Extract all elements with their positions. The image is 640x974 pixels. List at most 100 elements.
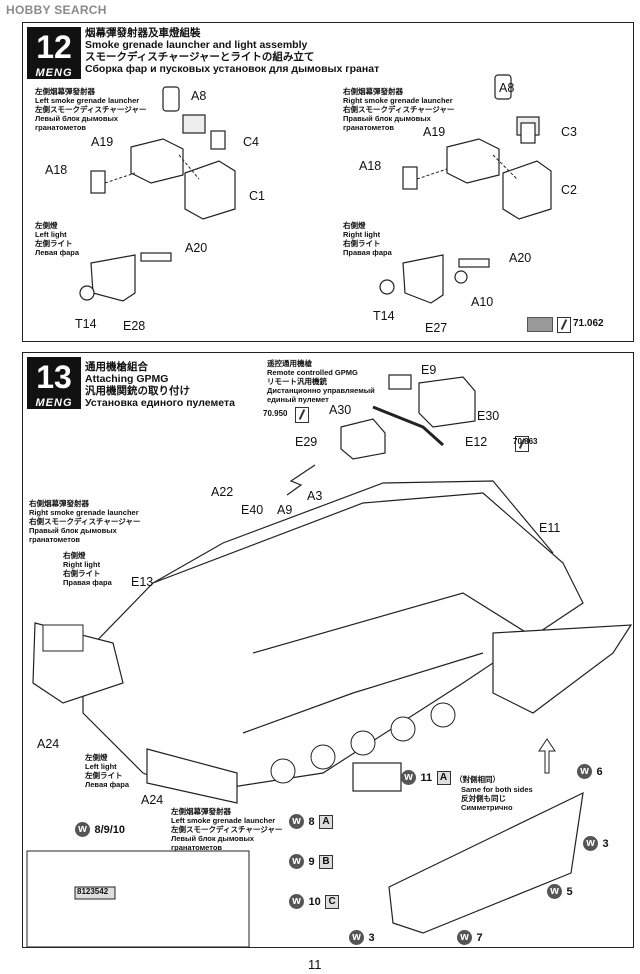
- right-light-caption: 右側燈 Right light 右側ライト Правая фара: [63, 551, 112, 587]
- title-ja: スモークディスチャージャーとライトの組み立て: [85, 51, 315, 63]
- part-e30: [418, 376, 476, 428]
- decal-callout-10: w 10 C: [289, 893, 340, 911]
- label-e40: E40: [241, 503, 264, 517]
- title-en: Attaching GPMG: [85, 373, 169, 385]
- rc-gpmg-caption: 遥控通用機槍 Remote controlled GPMG リモート汎用機銃 Д…: [267, 359, 375, 404]
- paint-brush-icon: [515, 435, 530, 452]
- decal-w-icon: w: [401, 770, 416, 786]
- paint-swatch: [527, 317, 553, 332]
- step-title: 烟幕彈發射器及車燈組裝 Smoke grenade launcher and l…: [85, 27, 379, 75]
- left-launcher-caption: 左側烟幕彈發射器 Left smoke grenade launcher 左側ス…: [35, 87, 147, 132]
- title-ja: 汎用機関銃の取り付け: [85, 385, 190, 397]
- decal-w-icon: w: [457, 930, 472, 946]
- inset-plate-number: 8123542: [77, 887, 109, 896]
- title-zh: 烟幕彈發射器及車燈組裝: [85, 27, 201, 39]
- part-c4-left: [210, 130, 226, 150]
- decal-w-icon: w: [289, 894, 304, 910]
- decal-callout-8-9-10: w 8/9/10: [75, 821, 125, 839]
- part-c1-left: [184, 160, 236, 220]
- decal-callout-9: w 9 B: [289, 853, 334, 871]
- page-number: 11: [308, 957, 322, 972]
- label-a3: A3: [307, 489, 323, 503]
- part-a20-left: [140, 252, 172, 262]
- right-launcher-caption: 右側烟幕彈發射器 Right smoke grenade launcher 右側…: [29, 499, 141, 544]
- decal-callout-6: w 6: [577, 763, 603, 781]
- part-a8-left: [162, 86, 180, 112]
- swap-icon: [182, 114, 206, 134]
- inset-plate: [74, 886, 116, 900]
- part-c3-right: [520, 122, 536, 144]
- label-a9: A9: [277, 503, 293, 517]
- label-a20-right: A20: [509, 251, 532, 265]
- label-a24-left: A24: [37, 737, 60, 751]
- label-e12: E12: [465, 435, 488, 449]
- decal-w-icon: w: [583, 836, 598, 852]
- part-a20-right: [458, 258, 490, 268]
- paint-code: 71.062: [573, 318, 604, 329]
- label-a19-left: A19: [91, 135, 114, 149]
- label-c2-right: C2: [561, 183, 577, 197]
- decal-callout-8: w 8 A: [289, 813, 334, 831]
- step-number: 12: [27, 27, 81, 67]
- step-12-panel: 12 MENG 烟幕彈發射器及車燈組裝 Smoke grenade launch…: [22, 22, 634, 342]
- up-arrow: [538, 738, 556, 774]
- label-a18-right: A18: [359, 159, 382, 173]
- part-t14-left: [79, 285, 95, 301]
- step-13-drawing: [26, 374, 633, 947]
- label-c3-right: C3: [561, 125, 577, 139]
- label-e27-right: E27: [425, 321, 448, 335]
- launcher-detail: [42, 624, 84, 652]
- step-number: 13: [27, 357, 81, 397]
- label-a18-left: A18: [45, 163, 68, 177]
- label-e29: E29: [295, 435, 318, 449]
- paint-brush-icon: [295, 406, 309, 423]
- part-a18-left: [90, 170, 106, 194]
- side-detail: [388, 791, 584, 934]
- part-a19-right: [446, 138, 500, 184]
- decal-w-icon: w: [289, 814, 304, 830]
- step-13-panel: 13 MENG 通用機槍組合 Attaching GPMG 汎用機関銃の取り付け…: [22, 352, 634, 948]
- paint-brush-icon: [557, 316, 571, 333]
- part-a30: [372, 405, 445, 447]
- left-light-caption: 左側燈 Left light 左側ライト Левая фара: [35, 221, 80, 257]
- direction-arrow: [286, 464, 316, 496]
- part-e9: [388, 374, 412, 390]
- part-e28-left: [90, 254, 136, 302]
- decal-w-icon: w: [75, 822, 90, 838]
- brand-logo: MENG: [27, 67, 81, 79]
- decal-callout-3b: w 3: [349, 929, 375, 947]
- paint-code-e12: 70.863: [513, 437, 538, 446]
- part-a24-bottom: [146, 748, 238, 804]
- label-e9: E9: [421, 363, 437, 377]
- label-a30: A30: [329, 403, 352, 417]
- label-e11: E11: [539, 521, 561, 535]
- label-a8-right: A8: [499, 81, 515, 95]
- right-light-caption: 右側燈 Right light 右側ライト Правая фара: [343, 221, 392, 257]
- decal-panel: [352, 762, 402, 792]
- title-ru: Сборка фар и пусковых установок для дымо…: [85, 63, 380, 75]
- label-t14-left: T14: [75, 317, 97, 331]
- decal-callout-5: w 5: [547, 883, 573, 901]
- part-a8-right: [494, 74, 512, 100]
- part-e27-right: [402, 254, 444, 304]
- watermark: HOBBY SEARCH: [6, 3, 107, 17]
- label-t14-right: T14: [373, 309, 395, 323]
- left-launcher-caption: 左側烟幕彈發射器 Left smoke grenade launcher 左側ス…: [171, 807, 283, 852]
- decal-w-icon: w: [547, 884, 562, 900]
- label-a8-left: A8: [191, 89, 207, 103]
- decal-callout-3a: w 3: [583, 835, 609, 853]
- label-e30: E30: [477, 409, 500, 423]
- label-a19-right: A19: [423, 125, 446, 139]
- decal-callout-11: w 11 A （對側相同）: [401, 769, 500, 787]
- decal-callout-7: w 7: [457, 929, 483, 947]
- side-skirt: [492, 624, 633, 714]
- title-ru: Установка единого пулемета: [85, 397, 235, 409]
- right-launcher-caption: 右側烟幕彈發射器 Right smoke grenade launcher 右側…: [343, 87, 455, 132]
- brand-logo: MENG: [27, 397, 81, 409]
- part-a18-right: [402, 166, 418, 190]
- label-e28-left: E28: [123, 319, 146, 333]
- part-a19-left: [130, 138, 184, 184]
- inset-box: [26, 850, 250, 947]
- step-title: 通用機槍組合 Attaching GPMG 汎用機関銃の取り付け Установ…: [85, 361, 235, 409]
- paint-code-a30: 70.950: [263, 409, 288, 418]
